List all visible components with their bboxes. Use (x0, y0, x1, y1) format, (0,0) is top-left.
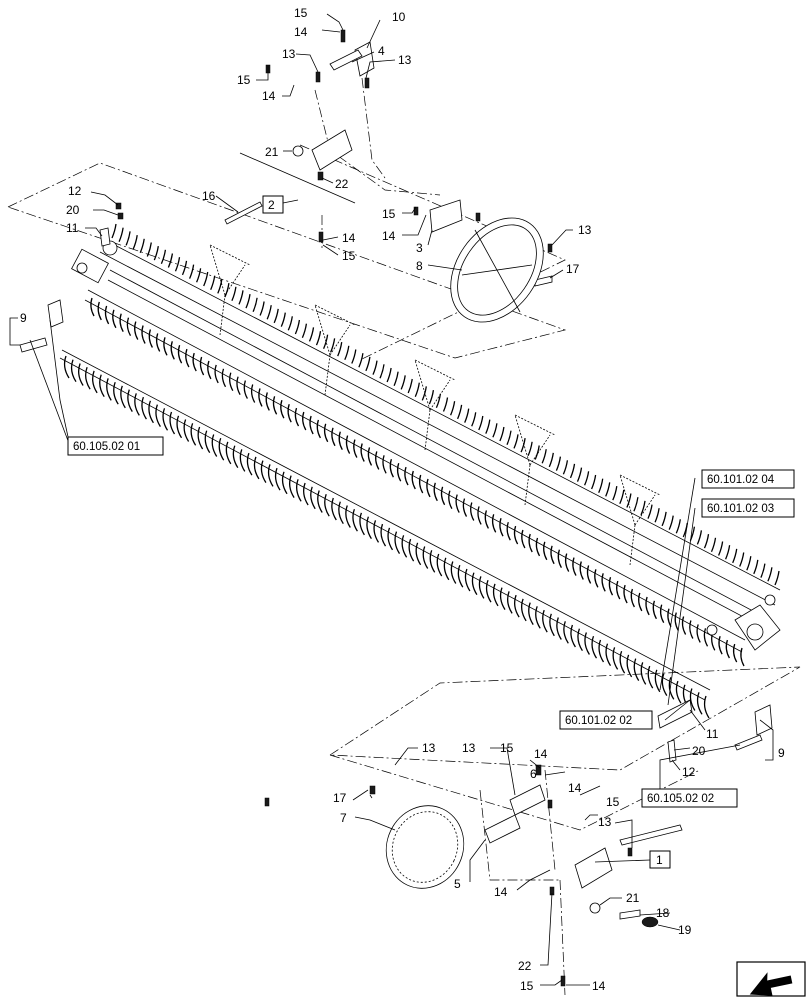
callout-15: 15 (237, 73, 251, 87)
reference-60-105-02-02[interactable]: 60.105.02 02 (641, 788, 738, 808)
reference-60-105-02-01[interactable]: 60.105.02 01 (67, 436, 164, 456)
callout-4: 4 (378, 44, 385, 58)
callout-17: 17 (333, 791, 347, 805)
callout-14: 14 (294, 25, 308, 39)
reference-60-101-02-04[interactable]: 60.101.02 04 (701, 469, 795, 489)
callout-14: 14 (534, 747, 548, 761)
callout-14: 14 (342, 231, 356, 245)
callout-14: 14 (494, 885, 508, 899)
callout-18: 18 (656, 906, 670, 920)
callout-15: 15 (294, 6, 308, 20)
reel-tines-middle (90, 297, 745, 667)
callout-11: 11 (706, 727, 719, 741)
reference-label: 60.105.02 02 (647, 793, 714, 805)
callout-3: 3 (416, 241, 423, 255)
callout-13: 13 (462, 741, 476, 755)
callout-7: 7 (340, 811, 347, 825)
callout-14: 14 (382, 229, 396, 243)
callout-5: 5 (454, 877, 461, 891)
reference-label: 60.105.02 01 (73, 441, 140, 453)
callout-13: 13 (282, 47, 296, 61)
callout-15: 15 (342, 249, 356, 263)
callout-10: 10 (392, 10, 406, 24)
boxed-callout-2[interactable]: 2 (262, 195, 284, 214)
callout-15: 15 (500, 741, 514, 755)
reel-tines-lower (63, 355, 710, 719)
reference-label: 60.101.02 02 (565, 715, 632, 727)
callout-15: 15 (606, 795, 620, 809)
callout-14: 14 (568, 781, 582, 795)
callout-20: 20 (692, 744, 706, 758)
upper-bracket-parts (224, 29, 553, 287)
callout-20: 20 (66, 203, 80, 217)
callout-19: 19 (678, 923, 692, 937)
reel-end-hub-right (706, 594, 781, 651)
callout-21: 21 (626, 891, 640, 905)
boxed-callout-1[interactable]: 1 (649, 850, 671, 869)
callout-14: 14 (592, 979, 606, 993)
callout-13: 13 (598, 815, 612, 829)
callout-15: 15 (520, 979, 534, 993)
callout-12: 12 (682, 765, 696, 779)
cam-track-right-7 (385, 805, 465, 889)
reference-60-101-02-03[interactable]: 60.101.02 03 (701, 498, 795, 518)
left-small-parts (19, 202, 124, 353)
reference-label: 60.101.02 03 (707, 503, 774, 515)
callout-9: 9 (20, 311, 27, 325)
reel-spider-arms (209, 244, 661, 566)
boxed-callout-1-label: 1 (656, 853, 663, 867)
reel-assembly (59, 223, 781, 719)
callout-16: 16 (202, 189, 216, 203)
callout-22: 22 (518, 959, 532, 973)
lower-bracket-parts (264, 699, 773, 987)
callout-14: 14 (262, 89, 276, 103)
callout-6: 6 (530, 767, 537, 781)
callout-17: 17 (566, 262, 580, 276)
callout-13: 13 (398, 53, 412, 67)
callout-9: 9 (778, 746, 785, 760)
reference-label: 60.101.02 04 (707, 474, 775, 486)
reference-60-101-02-02[interactable]: 60.101.02 02 (559, 710, 653, 730)
callout-15: 15 (382, 207, 396, 221)
callout-21: 21 (265, 145, 279, 159)
cam-track-left-8 (450, 217, 544, 323)
callout-12: 12 (68, 184, 82, 198)
callout-8: 8 (416, 259, 423, 273)
callout-13: 13 (422, 741, 436, 755)
callout-22: 22 (335, 177, 349, 191)
reel-end-hub-left (71, 240, 118, 284)
reel-tines-upper (111, 223, 780, 586)
callout-labels: 10 15 14 4 13 13 15 14 21 22 16 12 20 11… (20, 6, 785, 993)
boxed-callout-2-label: 2 (268, 198, 275, 212)
callout-13: 13 (578, 223, 592, 237)
leader-lines (9, 13, 774, 986)
next-page-arrow-icon[interactable] (736, 961, 806, 1000)
callout-11: 11 (66, 221, 79, 235)
